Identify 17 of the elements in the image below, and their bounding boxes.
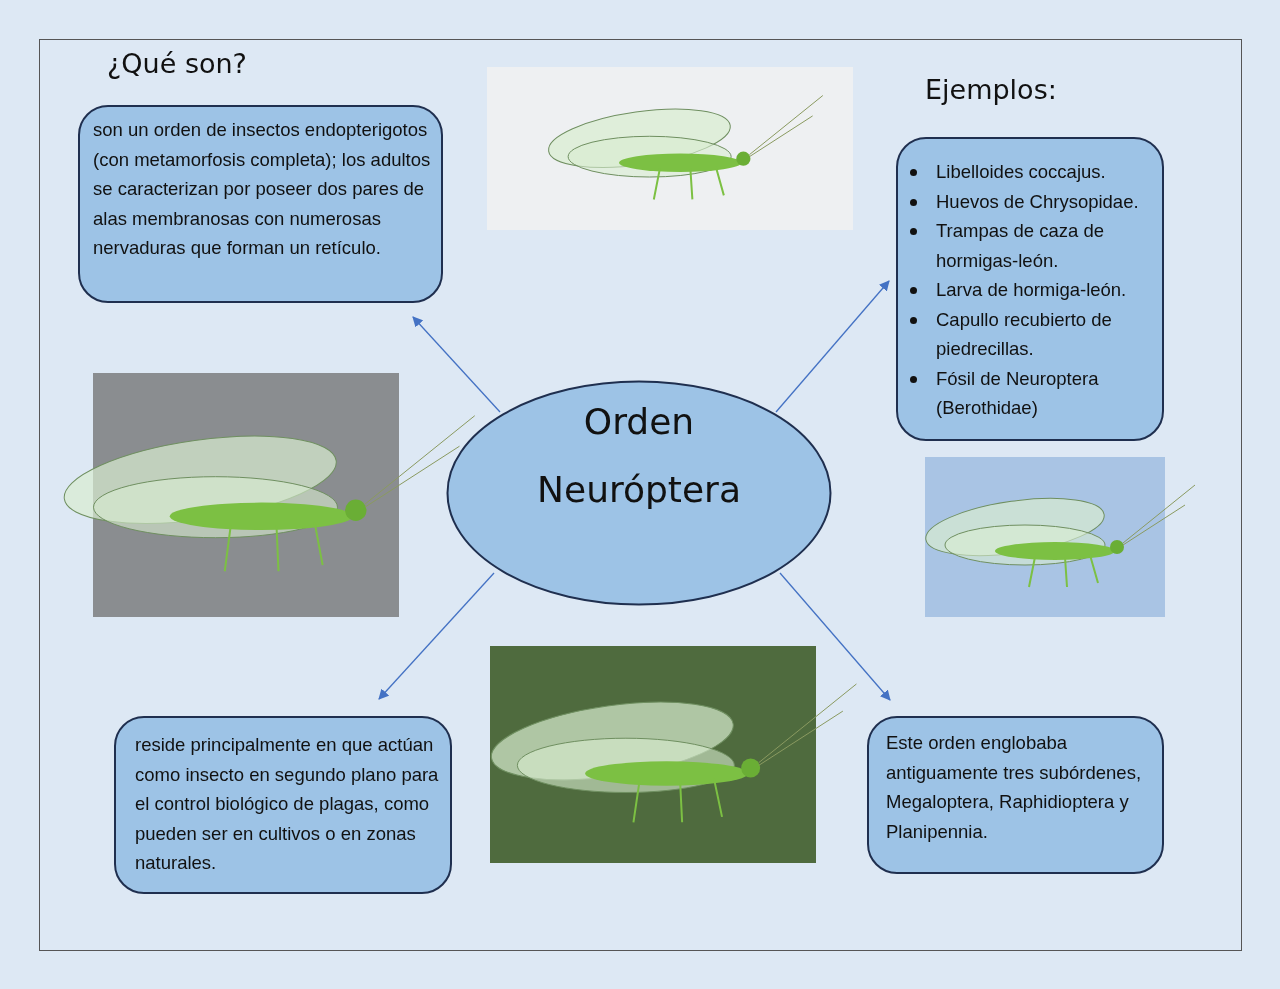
heading: Ejemplos: — [925, 74, 1057, 105]
paragraph: son un orden de insectos endopterigotos (con metamorfosis completa); los adultos se caracterizan por poseer dos pares de alas membranosas con numerosas nervaduras que forman un retículo. — [93, 118, 432, 260]
node-title: Orden Neuróptera — [536, 400, 742, 512]
heading: ¿Qué son? — [107, 48, 247, 79]
paragraph: reside principalmente en que actúan como insecto en segundo plano para el control biológico de plagas, como pueden ser en cultivos o en zonas naturales. — [135, 733, 440, 875]
arrow — [775, 280, 890, 413]
arrow — [378, 572, 495, 700]
list-item: Trampas de caza de hormigas-león. — [936, 220, 1104, 271]
list-item: Libelloides coccajus. — [936, 161, 1106, 182]
list-item: Huevos de Chrysopidae. — [936, 190, 1139, 212]
ellipse-node — [446, 380, 832, 606]
list-item: Larva de hormiga-león. — [936, 279, 1127, 300]
list-item: Capullo recubierto de piedrecillas. — [936, 308, 1112, 359]
list-item: Fósil de Neuroptera (Berothidae) — [936, 367, 1099, 418]
arrow — [412, 316, 501, 413]
paragraph: Este orden englobaba antiguamente tres subórdenes, Megaloptera, Raphidioptera y Planipennia. — [886, 731, 1143, 844]
arrow — [779, 572, 891, 701]
